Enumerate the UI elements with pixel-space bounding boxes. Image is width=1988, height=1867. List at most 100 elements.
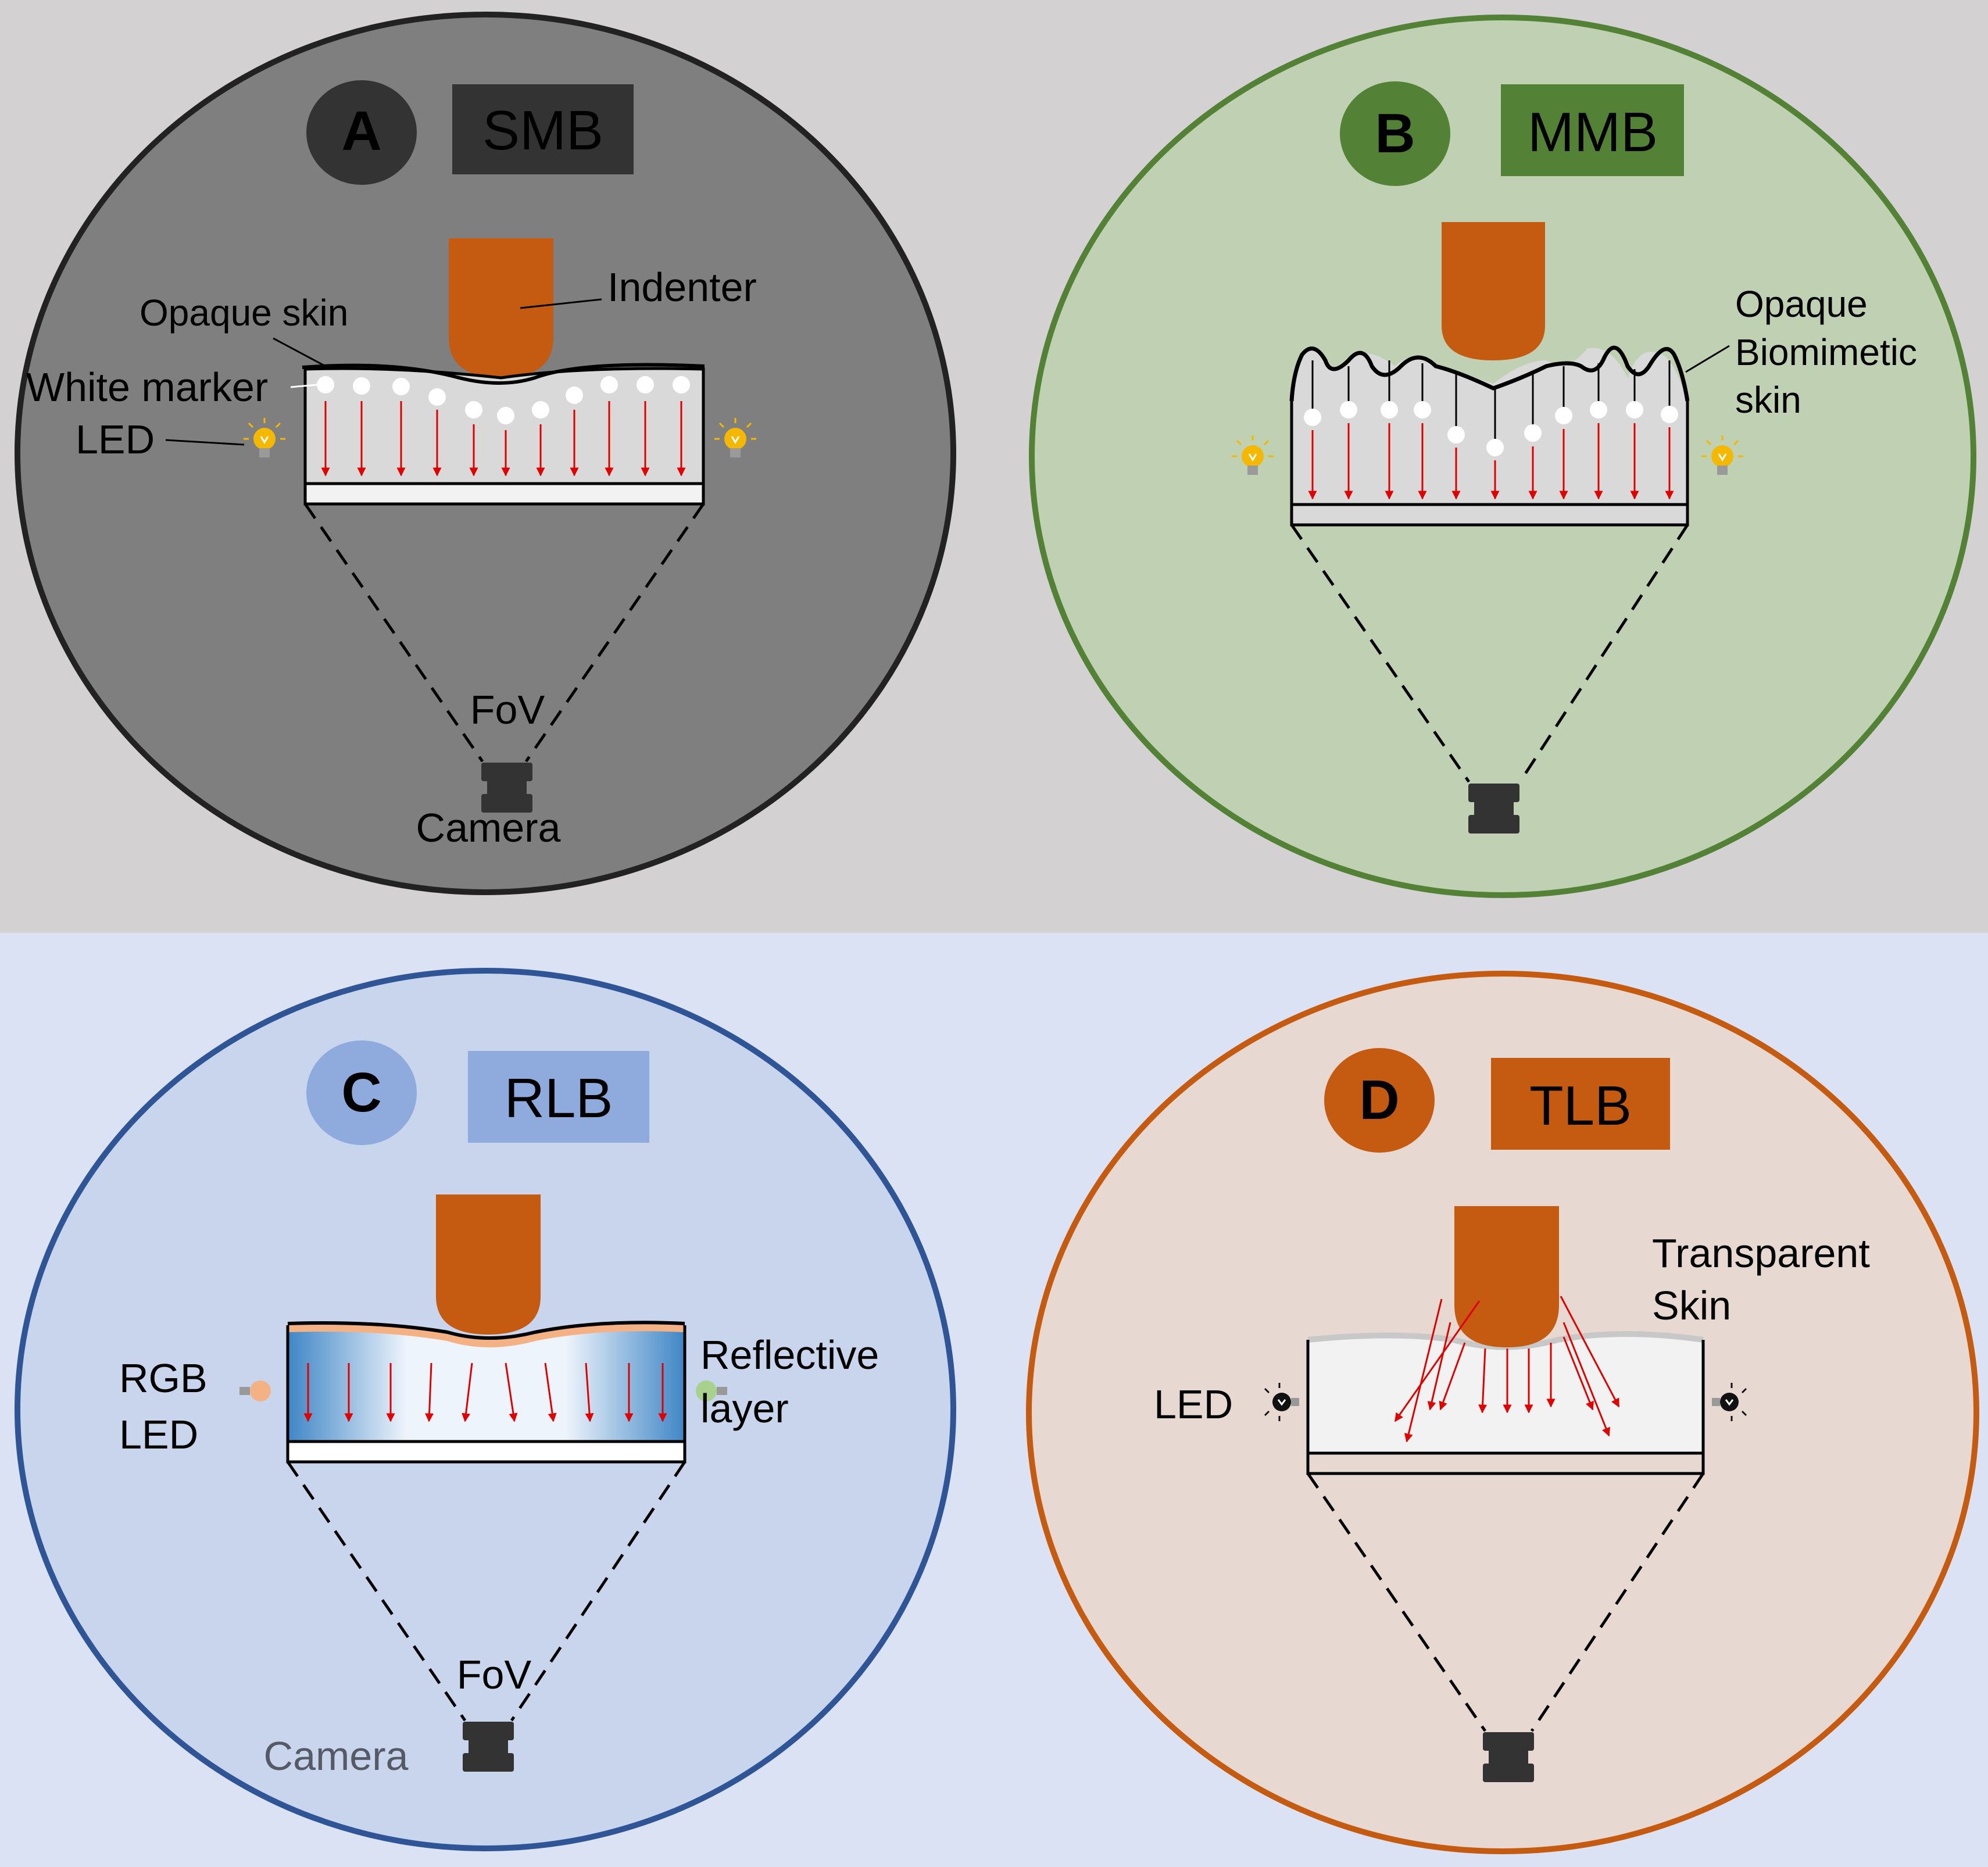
white-marker bbox=[1661, 406, 1678, 423]
light-arrow bbox=[1404, 1299, 1443, 1443]
label-fov: FoV bbox=[470, 687, 545, 732]
panel-b-tag-text: MMB bbox=[1528, 101, 1658, 163]
white-marker bbox=[353, 377, 370, 395]
leader-line bbox=[1685, 345, 1730, 373]
camera-icon bbox=[1483, 1732, 1534, 1782]
white-marker bbox=[1524, 424, 1542, 442]
leader-line bbox=[520, 298, 602, 309]
light-arrow bbox=[1427, 1322, 1451, 1411]
light-arrows bbox=[321, 401, 686, 477]
leader-line bbox=[273, 337, 326, 367]
label-white-marker: White marker bbox=[26, 364, 268, 410]
label-transparent: Transparent bbox=[1652, 1231, 1870, 1276]
light-arrow bbox=[544, 1362, 557, 1422]
light-arrows bbox=[1308, 423, 1674, 500]
fov-line bbox=[303, 503, 484, 763]
fov-line bbox=[1290, 524, 1471, 783]
label-reflective: Reflective bbox=[700, 1332, 879, 1378]
panel-a-tag-text: SMB bbox=[482, 99, 603, 162]
label-indenter: Indenter bbox=[607, 264, 757, 310]
panel-a: A SMB bbox=[15, 12, 956, 895]
label-skin-line1: Opaque bbox=[1735, 283, 1868, 325]
label-opaque-skin: Opaque skin bbox=[140, 292, 348, 334]
light-arrows bbox=[1394, 1296, 1620, 1443]
label-fov: FoV bbox=[457, 1652, 532, 1697]
indenter bbox=[449, 238, 553, 378]
label-led: LED bbox=[1154, 1382, 1233, 1427]
white-marker bbox=[1447, 426, 1465, 443]
light-arrow bbox=[1562, 1322, 1610, 1437]
fov-line bbox=[1306, 1472, 1487, 1732]
white-marker bbox=[317, 376, 334, 394]
panel-b-tag bbox=[1501, 84, 1684, 176]
white-marker bbox=[1340, 401, 1357, 419]
white-marker bbox=[392, 378, 410, 395]
panel-b: B MMB bbox=[1029, 15, 1976, 898]
panel-d-letter: D bbox=[1359, 1069, 1399, 1131]
opaque-skin-line bbox=[302, 363, 705, 385]
light-arrow bbox=[1562, 1336, 1594, 1411]
panel-c: C RLB bbox=[15, 968, 956, 1851]
label-layer: layer bbox=[700, 1386, 789, 1431]
leader-line bbox=[290, 384, 317, 388]
light-arrow bbox=[462, 1362, 473, 1422]
leader-line bbox=[165, 439, 245, 446]
label-skin-line3: skin bbox=[1735, 379, 1801, 421]
light-arrows bbox=[303, 1362, 667, 1422]
panel-c-letter: C bbox=[341, 1061, 381, 1124]
panel-b-letter: B bbox=[1375, 102, 1415, 164]
fov-line bbox=[1530, 1472, 1705, 1732]
panel-c-tag bbox=[468, 1051, 649, 1143]
sensor-base bbox=[303, 482, 705, 506]
light-arrow bbox=[1560, 1296, 1620, 1408]
sensor-body bbox=[1308, 1334, 1703, 1453]
indenter bbox=[1454, 1206, 1559, 1347]
white-marker bbox=[1414, 401, 1431, 419]
fov-line bbox=[1518, 524, 1689, 783]
marker-set bbox=[317, 376, 690, 424]
panel-d-tag bbox=[1491, 1058, 1670, 1150]
light-arrow bbox=[585, 1362, 594, 1422]
sensor-body bbox=[303, 367, 705, 485]
camera-icon bbox=[463, 1722, 514, 1772]
rgb-led-icon bbox=[696, 1380, 727, 1401]
marker-set bbox=[1304, 401, 1678, 456]
sensor-base bbox=[1306, 1451, 1705, 1475]
sensor-body bbox=[1292, 348, 1687, 505]
white-marker bbox=[1590, 401, 1607, 419]
panel-a-letter: A bbox=[341, 100, 381, 162]
panel-b-letter-badge bbox=[1340, 81, 1450, 186]
panel-d: D TLB Transparent bbox=[1026, 971, 1979, 1854]
white-marker bbox=[673, 376, 690, 394]
sensor-base bbox=[1290, 503, 1689, 527]
light-arrow bbox=[1394, 1300, 1481, 1422]
reflective-layer bbox=[287, 1323, 685, 1347]
skin-line bbox=[287, 1321, 685, 1340]
light-arrow bbox=[1439, 1342, 1466, 1411]
sensor-body bbox=[288, 1327, 685, 1442]
panel-d-tag-text: TLB bbox=[1529, 1075, 1632, 1137]
label-skin: Skin bbox=[1652, 1283, 1731, 1328]
light-arrow bbox=[1478, 1348, 1488, 1414]
label-skin-line2: Biomimetic bbox=[1735, 331, 1917, 373]
panel-d-letter-badge bbox=[1324, 1048, 1435, 1153]
white-marker bbox=[637, 376, 654, 394]
white-marker bbox=[600, 376, 618, 394]
label-rgb: RGB bbox=[119, 1355, 208, 1401]
light-arrow bbox=[505, 1362, 518, 1422]
fov-line bbox=[524, 503, 705, 763]
label-camera: Camera bbox=[416, 805, 561, 850]
white-marker bbox=[532, 401, 549, 419]
white-marker bbox=[1555, 407, 1572, 424]
white-marker bbox=[566, 387, 583, 404]
panel-a-letter-badge bbox=[306, 80, 417, 185]
fov-line bbox=[510, 1461, 686, 1722]
indenter bbox=[436, 1194, 541, 1335]
white-marker bbox=[497, 407, 514, 424]
fov-line bbox=[286, 1461, 467, 1722]
panel-a-tag bbox=[452, 84, 634, 174]
rgb-led-icon bbox=[239, 1380, 271, 1401]
panel-c-tag-text: RLB bbox=[505, 1067, 613, 1129]
